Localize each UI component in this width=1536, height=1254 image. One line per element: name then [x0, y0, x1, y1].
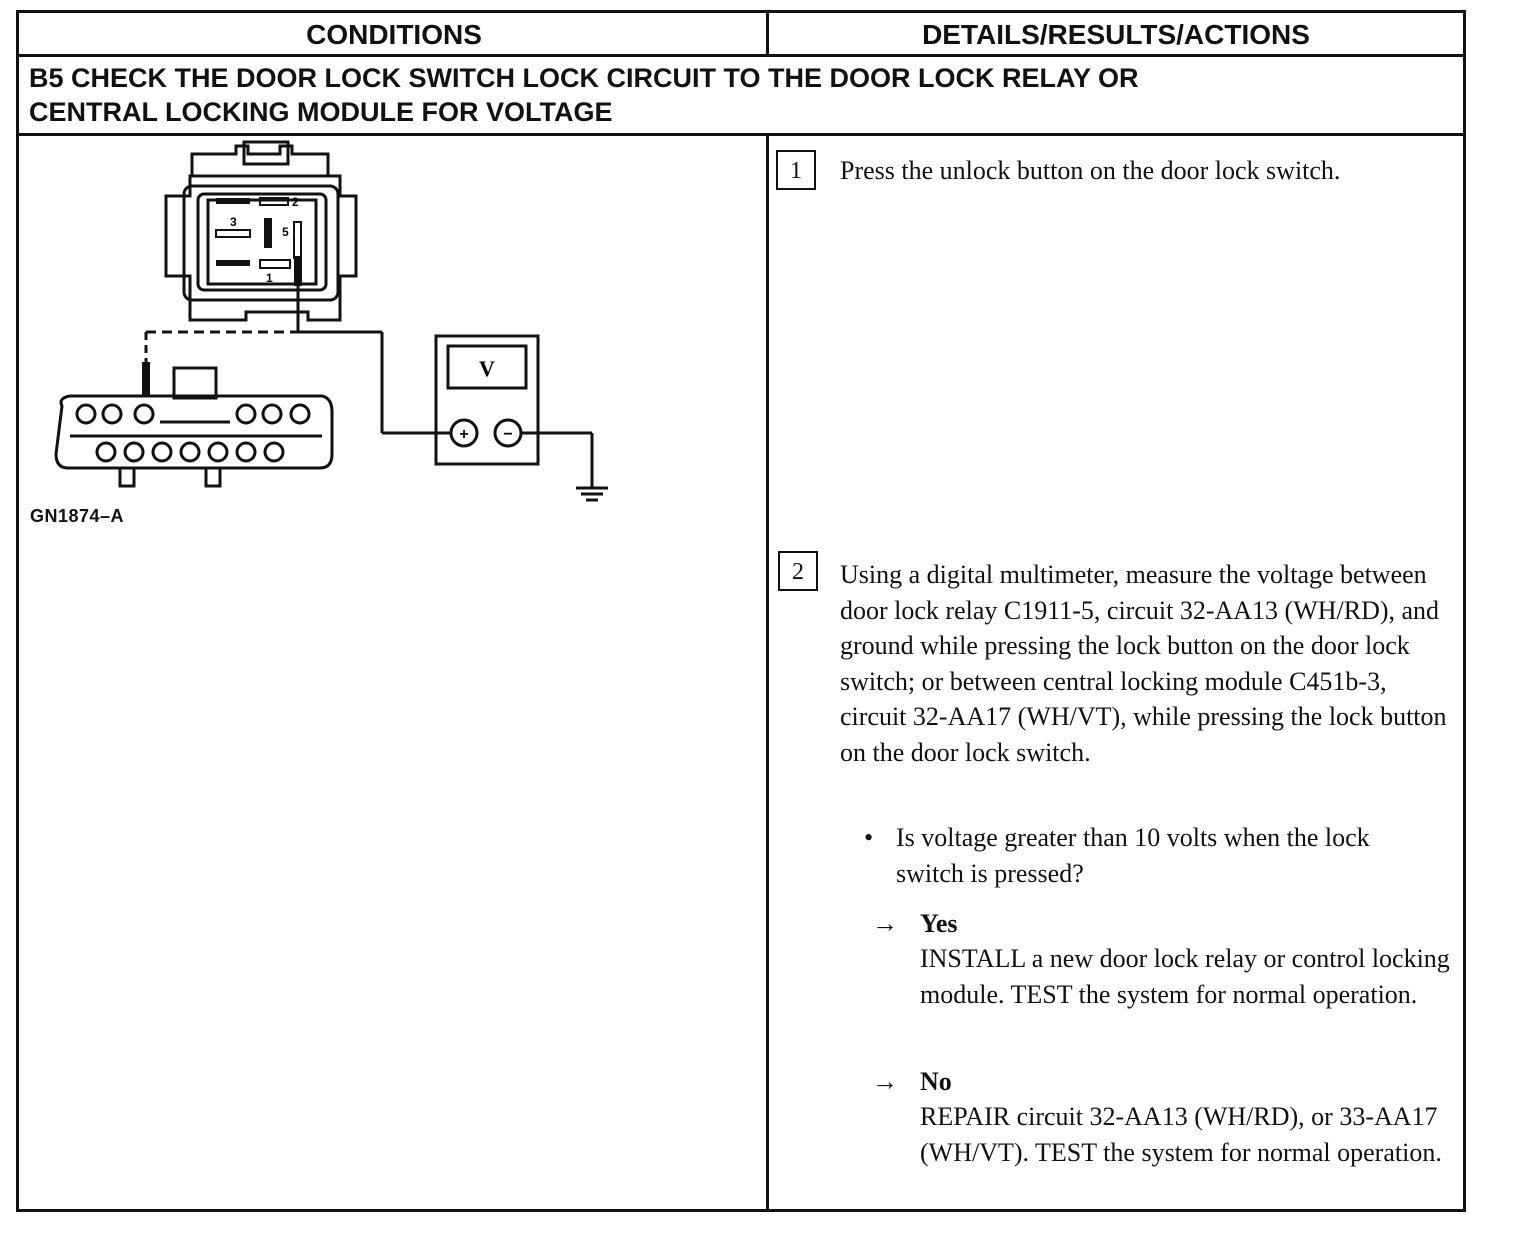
details-header: DETAILS/RESULTS/ACTIONS: [922, 19, 1310, 50]
step-2-text: Using a digital multimeter, measure the …: [840, 560, 1447, 767]
yes-label: Yes: [920, 909, 958, 938]
voltmeter: V + −: [434, 334, 540, 466]
module-connector-illustration: [54, 366, 334, 488]
positive-terminal-label: +: [459, 426, 468, 443]
ground-symbol: [576, 486, 608, 502]
voltmeter-display-label: V: [479, 356, 495, 381]
question-text: Is voltage greater than 10 volts when th…: [896, 823, 1370, 888]
negative-terminal: [493, 418, 523, 448]
step-title-line-1: B5 CHECK THE DOOR LOCK SWITCH LOCK CIRCU…: [29, 63, 1139, 93]
procedure-table: CONDITIONS DETAILS/RESULTS/ACTIONS B5 CH…: [16, 10, 1466, 1212]
negative-terminal-label: −: [503, 426, 512, 443]
test-leads: [144, 330, 594, 488]
pin-3-label: 3: [230, 215, 237, 229]
positive-terminal: [449, 418, 479, 448]
arrow-right-icon: →: [872, 909, 898, 938]
no-label: No: [920, 1067, 952, 1096]
probe-relay: [294, 256, 302, 332]
probe-module: [142, 362, 150, 396]
step-title: B5 CHECK THE DOOR LOCK SWITCH LOCK CIRCU…: [29, 61, 1449, 129]
pin-2-label: 2: [292, 195, 299, 209]
step-title-line-2: CENTRAL LOCKING MODULE FOR VOLTAGE: [29, 97, 613, 127]
no-text: REPAIR circuit 32-AA13 (WH/RD), or 33-AA…: [920, 1102, 1442, 1167]
relay-pins: 2 3 5 1: [215, 195, 302, 285]
header-column-divider: [766, 13, 769, 57]
relay-connector-illustration: [164, 140, 358, 322]
figure-id: GN1874–A: [30, 506, 125, 526]
arrow-right-icon: →: [872, 1067, 898, 1096]
step-1-number: 1: [776, 150, 816, 190]
bullet-icon: •: [864, 823, 874, 852]
header-divider: [19, 54, 1463, 57]
step-2-number: 2: [778, 551, 818, 591]
pin-5-label: 5: [282, 225, 289, 239]
yes-text: INSTALL a new door lock relay or control…: [920, 944, 1450, 1009]
step-1-text: Press the unlock button on the door lock…: [840, 156, 1341, 185]
pin-1-label: 1: [266, 271, 273, 285]
connector-voltmeter-diagram: 2 3 5 1: [54, 140, 608, 502]
title-divider: [19, 133, 1463, 136]
body-column-divider: [766, 135, 769, 1209]
conditions-header: CONDITIONS: [306, 19, 482, 50]
